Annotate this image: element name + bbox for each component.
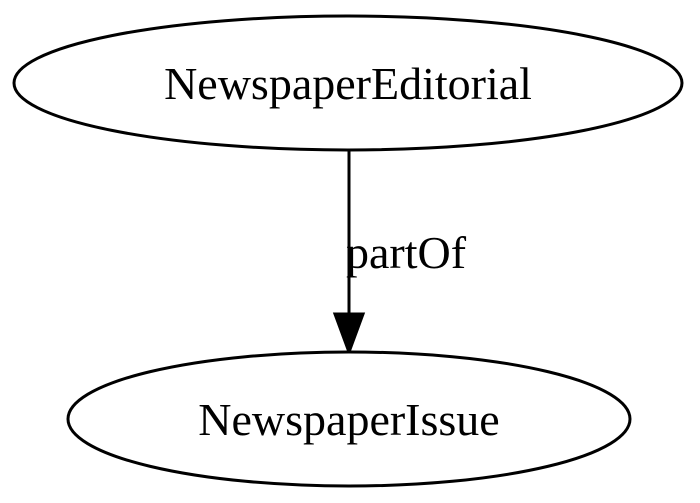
node-newspaper-issue-ellipse xyxy=(66,350,632,488)
node-newspaper-editorial-label: NewspaperEditorial xyxy=(164,58,532,109)
edge-part-of-arrowhead xyxy=(332,312,366,357)
node-newspaper-issue[interactable]: NewspaperIssue xyxy=(66,350,632,488)
node-newspaper-editorial[interactable]: NewspaperEditorial xyxy=(12,14,684,152)
edge-part-of-label: partOf xyxy=(346,227,467,278)
node-newspaper-issue-label: NewspaperIssue xyxy=(198,394,499,445)
edge-part-of[interactable]: partOf xyxy=(332,150,467,357)
